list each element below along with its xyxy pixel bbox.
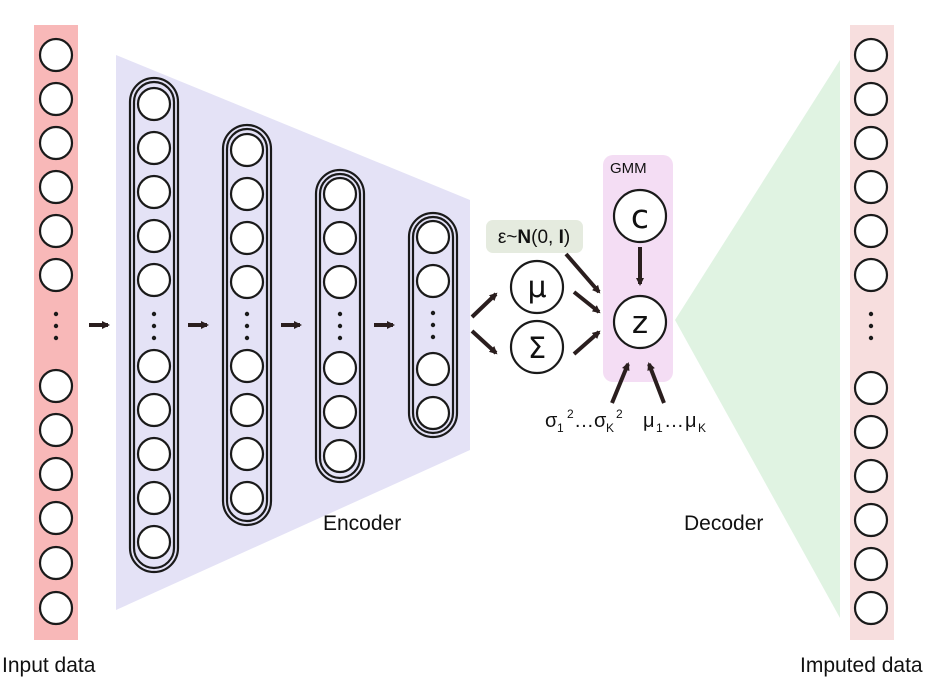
- arrow-mu-params-to-z: [647, 362, 666, 404]
- latent-nodes: [509, 188, 668, 375]
- c-symbol: c: [631, 197, 649, 236]
- z-symbol: z: [632, 305, 648, 341]
- arrow-sigma-params-to-z: [610, 362, 630, 404]
- encoder-layer-3: [314, 168, 366, 484]
- layer-arrows: [89, 247, 666, 404]
- encoder-layer-2: [221, 123, 273, 527]
- input-node: [38, 412, 74, 448]
- output-node: [853, 590, 889, 626]
- input-data-label: Input data: [2, 654, 96, 677]
- output-node: [853, 546, 889, 582]
- input-node: [38, 456, 74, 492]
- sigma-node: [509, 319, 565, 375]
- svg-text:K: K: [606, 421, 614, 435]
- input-node: [38, 169, 74, 205]
- svg-text:2: 2: [567, 407, 574, 421]
- output-node: [853, 257, 889, 293]
- output-ellipsis: [868, 311, 874, 341]
- output-node: [853, 125, 889, 161]
- input-node: [38, 213, 74, 249]
- input-node: [38, 125, 74, 161]
- output-node: [853, 458, 889, 494]
- epsilon-box: [486, 220, 583, 253]
- output-node: [853, 502, 889, 538]
- arrow-l4-to-sigma: [470, 329, 498, 355]
- decoder-label: Decoder: [684, 512, 763, 535]
- output-node: [853, 370, 889, 406]
- output-node: [853, 414, 889, 450]
- output-node: [853, 169, 889, 205]
- svg-text:μ: μ: [685, 410, 697, 432]
- svg-text:1: 1: [656, 421, 663, 435]
- arrow-mu-to-z: [572, 290, 601, 314]
- input-node: [38, 590, 74, 626]
- output-node: [853, 213, 889, 249]
- svg-text:2: 2: [616, 407, 623, 421]
- sigma-symbol: Σ: [528, 331, 546, 365]
- z-node: [612, 294, 668, 350]
- input-node: [38, 545, 74, 581]
- c-node: [612, 188, 668, 244]
- decoder-trapezoid: [675, 60, 840, 618]
- encoder-label: Encoder: [323, 512, 401, 535]
- input-node: [38, 257, 74, 293]
- svg-text:1: 1: [557, 421, 564, 435]
- output-nodes: [853, 37, 889, 626]
- arrow-epsilon-to-z: [564, 252, 601, 294]
- gmm-parameters: σ 1 2 … σ K 2 μ 1 … μ K: [545, 407, 706, 435]
- arrow-sigma-to-z: [572, 330, 601, 356]
- encoder-layer-1: [128, 76, 180, 574]
- svg-text:…: …: [664, 410, 684, 432]
- input-node: [38, 81, 74, 117]
- input-node: [38, 500, 74, 536]
- arrow-l4-to-mu: [470, 292, 498, 319]
- input-node: [38, 368, 74, 404]
- input-nodes: [38, 37, 74, 626]
- svg-text:σ: σ: [545, 410, 558, 432]
- svg-text:K: K: [698, 421, 706, 435]
- gmm-label: GMM: [610, 160, 647, 177]
- epsilon-label: ε~N(0, I): [498, 227, 570, 248]
- encoder-layer-1-ellipsis: [151, 311, 157, 341]
- mu-symbol: μ: [527, 270, 546, 305]
- svg-text:σ: σ: [594, 410, 607, 432]
- encoder-layer-2-ellipsis: [244, 311, 250, 341]
- encoder-layer-4: [407, 211, 459, 439]
- output-node: [853, 81, 889, 117]
- output-node: [853, 37, 889, 73]
- mu-node: [509, 259, 565, 315]
- encoder-trapezoid: [116, 55, 470, 610]
- encoder-layer-4-ellipsis: [430, 310, 436, 340]
- input-node: [38, 37, 74, 73]
- svg-text:μ: μ: [643, 410, 655, 432]
- svg-text:…: …: [574, 410, 594, 432]
- encoder-layer-3-ellipsis: [337, 311, 343, 341]
- input-ellipsis: [53, 311, 59, 341]
- imputed-data-label: Imputed data: [800, 654, 923, 677]
